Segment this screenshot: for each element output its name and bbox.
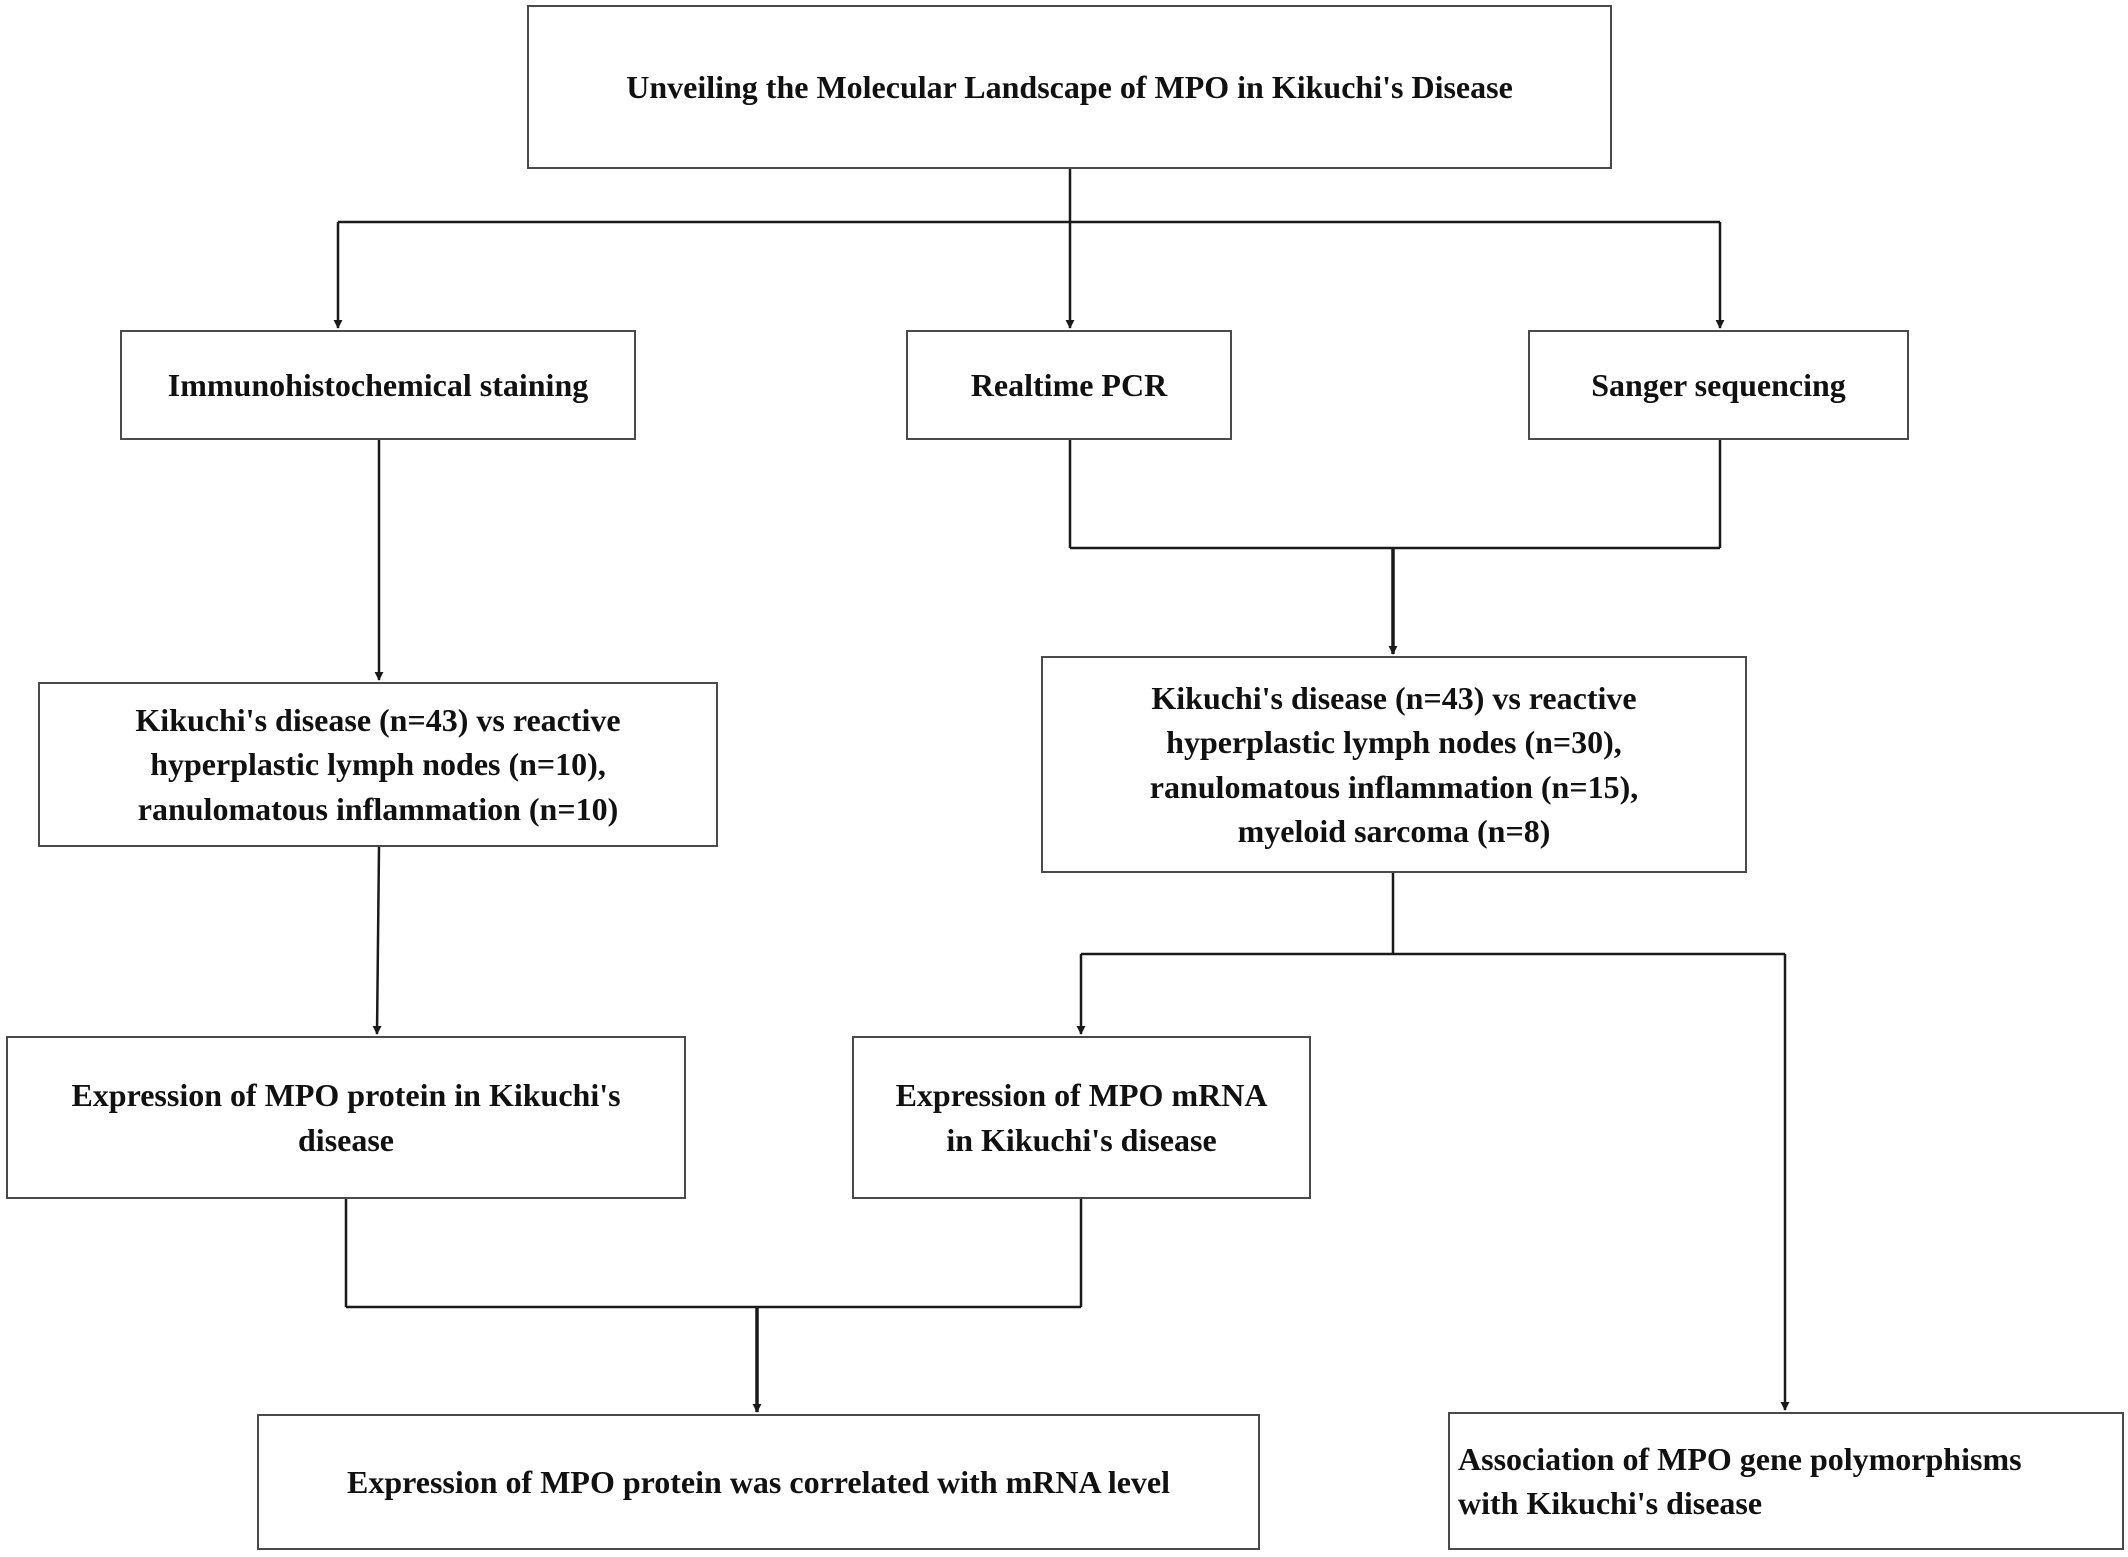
ihc-cohort-box: Kikuchi's disease (n=43) vs reactive hyp… xyxy=(38,682,718,847)
ihc-method-box: Immunohistochemical staining xyxy=(120,330,636,440)
correlation-box: Expression of MPO protein was correlated… xyxy=(257,1414,1260,1550)
title-box: Unveiling the Molecular Landscape of MPO… xyxy=(527,5,1612,169)
correlation-text: Expression of MPO protein was correlated… xyxy=(346,1463,1171,1500)
polymorphism-text: Association of MPO gene polymorphisms wi… xyxy=(1458,1440,2022,1521)
sanger-method-label: Sanger sequencing xyxy=(1591,366,1846,403)
pcr-method-label: Realtime PCR xyxy=(970,366,1168,403)
pcr-method-box: Realtime PCR xyxy=(906,330,1232,440)
molecular-cohort-box: Kikuchi's disease (n=43) vs reactive hyp… xyxy=(1041,656,1747,873)
polymorphism-box: Association of MPO gene polymorphisms wi… xyxy=(1448,1412,2124,1550)
molecular-cohort-text: Kikuchi's disease (n=43) vs reactive hyp… xyxy=(1149,680,1639,849)
protein-outcome-box: Expression of MPO protein in Kikuchi's d… xyxy=(6,1036,686,1199)
protein-outcome-text: Expression of MPO protein in Kikuchi's d… xyxy=(71,1077,621,1158)
mrna-outcome-box: Expression of MPO mRNA in Kikuchi's dise… xyxy=(852,1036,1311,1199)
title-text: Unveiling the Molecular Landscape of MPO… xyxy=(626,68,1513,105)
ihc-method-label: Immunohistochemical staining xyxy=(167,366,589,403)
sanger-method-box: Sanger sequencing xyxy=(1528,330,1909,440)
mrna-outcome-text: Expression of MPO mRNA in Kikuchi's dise… xyxy=(895,1077,1268,1158)
arrow-to-protein xyxy=(372,846,382,1035)
ihc-cohort-text: Kikuchi's disease (n=43) vs reactive hyp… xyxy=(135,702,621,827)
